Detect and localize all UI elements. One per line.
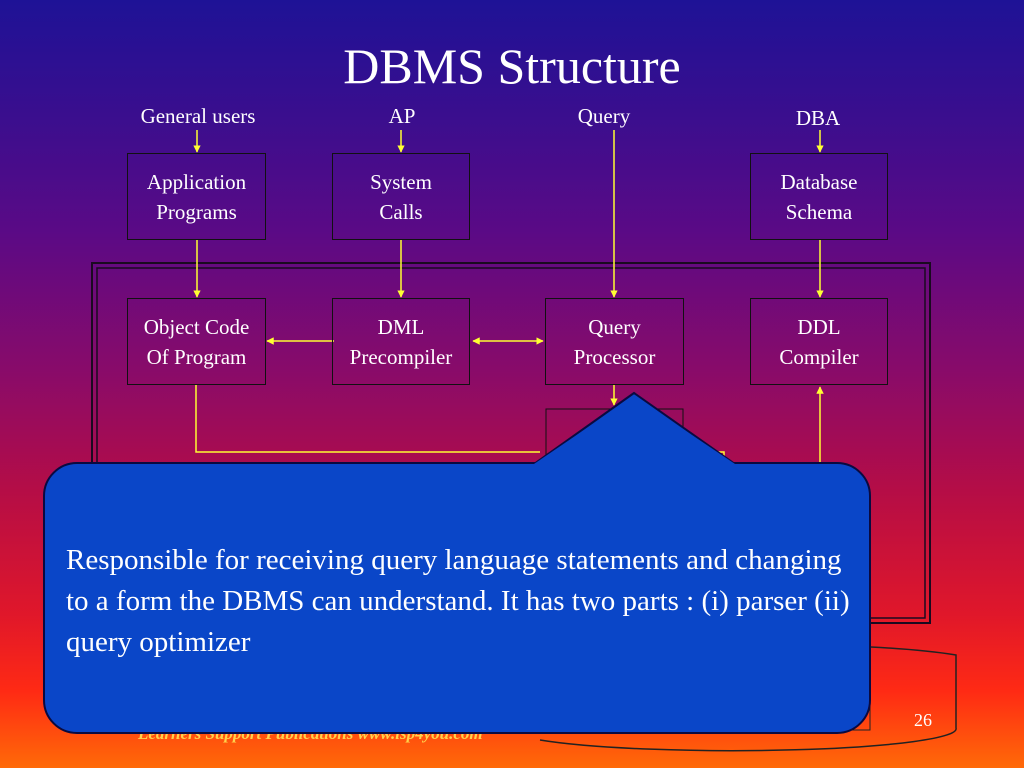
object-code-box: Object Code Of Program	[127, 298, 266, 385]
box-line: Precompiler	[349, 344, 453, 369]
callout-bubble	[43, 462, 871, 734]
system-calls-box: System Calls	[332, 153, 470, 240]
box-line: Processor	[573, 344, 656, 369]
database-schema-box: Database Schema	[750, 153, 888, 240]
dml-precompiler-box: DML Precompiler	[332, 298, 470, 385]
box-line: Schema	[785, 199, 853, 224]
box-line: DDL	[797, 314, 841, 339]
application-programs-box: Application Programs	[127, 153, 266, 240]
label-general-users: General users	[140, 104, 256, 128]
box-line: System	[370, 169, 432, 194]
box-line: Calls	[379, 199, 423, 224]
page-number: 26	[914, 710, 932, 730]
label-dba: DBA	[795, 106, 841, 130]
callout-text: Responsible for receiving query language…	[66, 544, 850, 658]
box-line: Of Program	[146, 344, 247, 369]
box-line: DML	[377, 314, 425, 339]
slide-title: DBMS Structure	[343, 38, 681, 94]
label-query: Query	[577, 104, 631, 128]
box-line: Compiler	[779, 344, 859, 369]
query-processor-box: Query Processor	[545, 298, 684, 385]
callout-pointer	[523, 391, 746, 470]
label-ap: AP	[388, 104, 416, 128]
box-line: Object Code	[143, 314, 250, 339]
box-line: Query	[588, 314, 641, 339]
box-line: Programs	[156, 199, 237, 224]
box-line: Application	[146, 169, 247, 194]
line-objcode-to-manager	[195, 385, 540, 453]
box-line: Database	[780, 169, 858, 194]
ddl-compiler-box: DDL Compiler	[750, 298, 888, 385]
